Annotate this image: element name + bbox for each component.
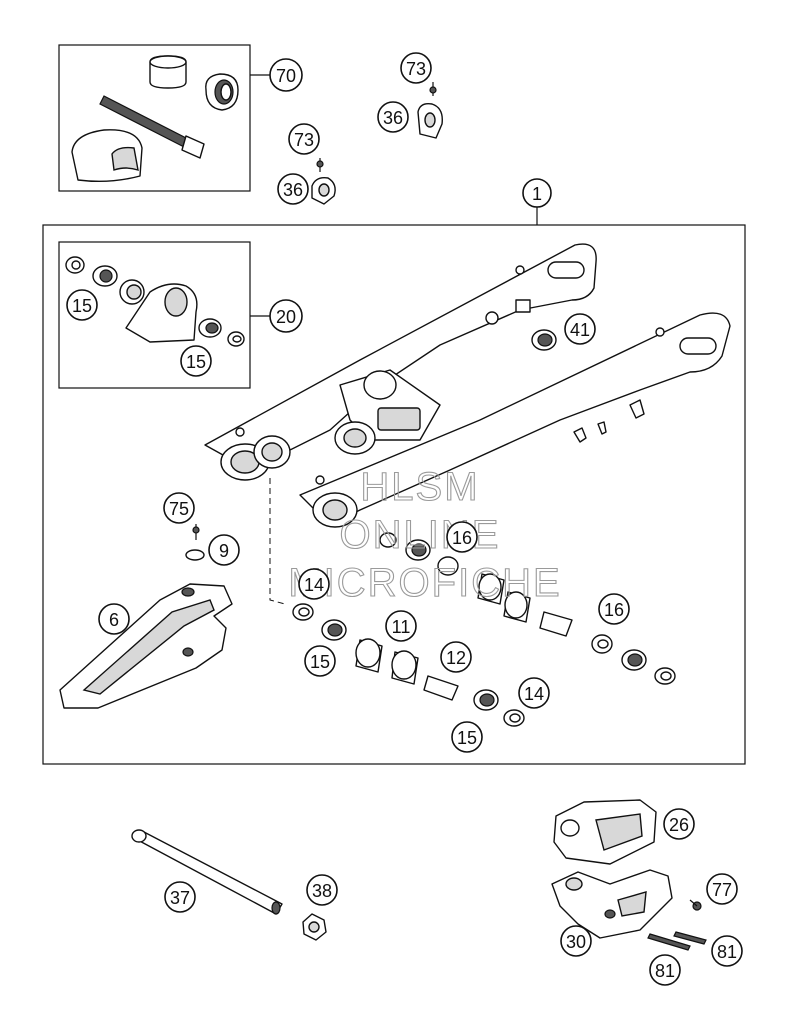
callout-75: 75 (163, 492, 195, 524)
pivot-bearing-stack (292, 329, 676, 727)
chain-slider (59, 524, 233, 709)
callout-11: 11 (385, 610, 417, 642)
callout-label: 73 (406, 59, 426, 79)
clamp-and-bolt-parts (311, 82, 443, 205)
callout-20: 20 (269, 299, 303, 333)
callout-16-top: 16 (446, 521, 478, 553)
watermark-line-3: MICROFICHE (288, 561, 561, 605)
callout-26: 26 (663, 808, 695, 840)
callout-label: 9 (219, 541, 229, 561)
swingarm (204, 243, 731, 528)
callout-label: 1 (532, 184, 542, 204)
callout-30: 30 (560, 925, 592, 957)
callout-label: 81 (655, 961, 675, 981)
kit-70-parts (71, 55, 239, 183)
watermark-line-1: HLSM (360, 465, 479, 509)
callout-12: 12 (440, 641, 472, 673)
callout-41: 41 (564, 313, 596, 345)
kit-20-frame (58, 241, 251, 389)
callout-label: 41 (570, 320, 590, 340)
callout-label: 38 (312, 881, 332, 901)
callout-label: 6 (109, 610, 119, 630)
callout-15-kit-b: 15 (180, 345, 212, 377)
kit-70-frame (58, 44, 251, 192)
callout-label: 36 (383, 108, 403, 128)
callout-label: 75 (169, 499, 189, 519)
callout-label: 16 (452, 528, 472, 548)
callout-37: 37 (164, 881, 196, 913)
callout-73-top: 73 (400, 52, 432, 84)
callout-1: 1 (522, 178, 552, 208)
swingarm-axle (131, 829, 327, 941)
callout-label: 15 (72, 296, 92, 316)
callout-label: 12 (446, 648, 466, 668)
callout-6: 6 (98, 603, 130, 635)
callout-14-left: 14 (298, 568, 330, 600)
callout-label: 15 (457, 728, 477, 748)
callout-label: 81 (717, 942, 737, 962)
callout-label: 11 (392, 617, 411, 637)
callout-15-bottom: 15 (451, 721, 483, 753)
callout-label: 30 (566, 932, 586, 952)
chain-guide-assembly (551, 799, 707, 951)
pivot-axis-line (269, 478, 286, 605)
watermark: HLSM ONLINE MICROFICHE (288, 464, 561, 605)
callout-14-right: 14 (518, 677, 550, 709)
callout-15-left: 15 (304, 645, 336, 677)
callout-label: 14 (524, 684, 544, 704)
callout-label: 77 (712, 880, 732, 900)
callout-label: 36 (283, 180, 303, 200)
callout-label: 15 (310, 652, 330, 672)
callout-15-kit-a: 15 (66, 289, 98, 321)
callout-label: 16 (604, 600, 624, 620)
callout-36-top: 36 (377, 101, 409, 133)
callout-label: 73 (294, 130, 314, 150)
callout-label: 70 (276, 66, 296, 86)
callout-73-mid: 73 (288, 123, 320, 155)
callout-label: 20 (276, 307, 296, 327)
swingarm-assembly-frame (42, 224, 746, 765)
callout-70: 70 (269, 58, 303, 92)
callout-77: 77 (706, 873, 738, 905)
callout-label: 26 (669, 815, 689, 835)
callout-36-mid: 36 (277, 173, 309, 205)
kit-20-parts (65, 256, 245, 347)
callout-9: 9 (208, 534, 240, 566)
callout-81-bottom: 81 (649, 954, 681, 986)
callout-label: 15 (186, 352, 206, 372)
callout-label: 14 (304, 575, 324, 595)
callout-label: 37 (170, 888, 190, 908)
callout-38: 38 (306, 874, 338, 906)
callout-16-right: 16 (598, 593, 630, 625)
callout-81-right: 81 (711, 935, 743, 967)
